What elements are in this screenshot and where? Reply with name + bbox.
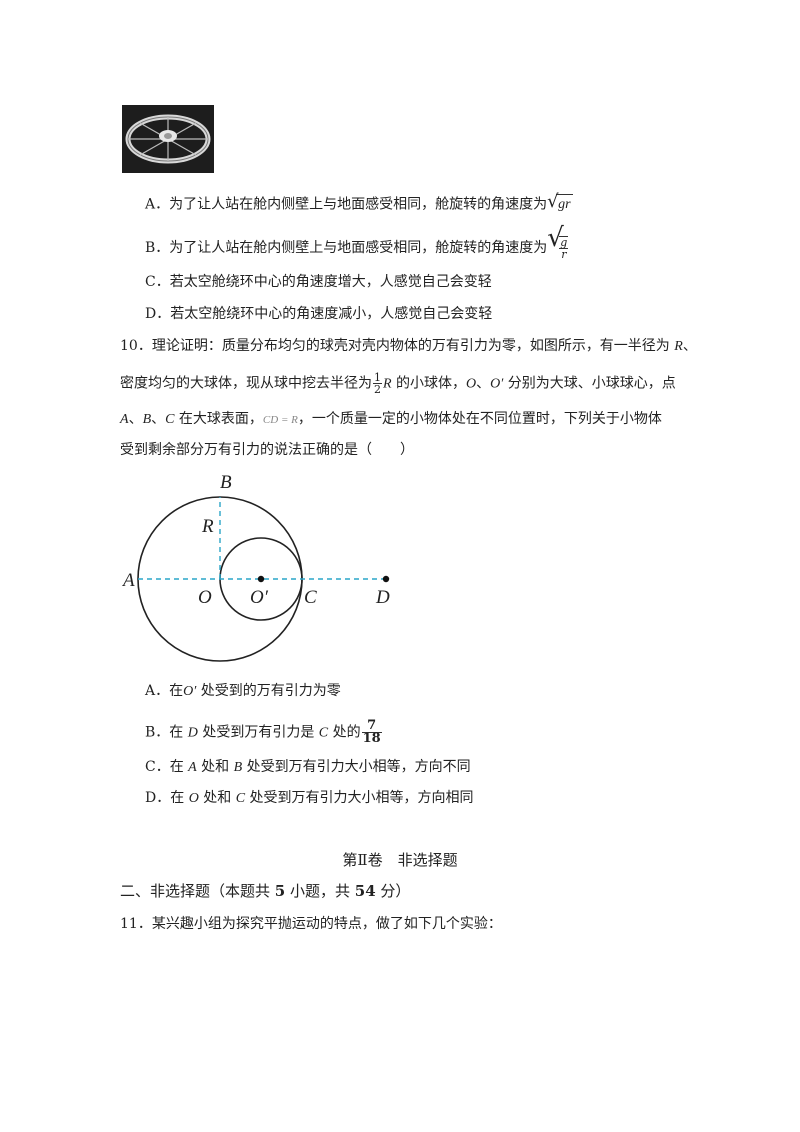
q9-option-d: D．若太空舱绕环中心的角速度减小，人感觉自己会变轻 <box>145 306 493 322</box>
sqrt-gr: √gr <box>547 192 573 215</box>
label-o: O <box>198 587 212 608</box>
part2-title: 第Ⅱ卷 非选择题 <box>342 851 458 869</box>
label-r: R <box>201 516 214 537</box>
q10-stem-line3: A、B、C 在大球表面，CD = R，一个质量一定的小物体处在不同位置时，下列关… <box>120 411 662 427</box>
q10-option-d: D．在 O 处和 C 处受到万有引力大小相等，方向相同 <box>145 790 474 806</box>
q10-stem-line1: 10．理论证明：质量分布均匀的球壳对壳内物体的万有引力为零，如图所示，有一半径为… <box>120 338 697 354</box>
q9-option-c: C．若太空舱绕环中心的角速度增大，人感觉自己会变轻 <box>145 274 492 290</box>
q10-figure: B R A O O′ C D <box>121 472 390 662</box>
q11-stem: 11．某兴趣小组为探究平抛运动的特点，做了如下几个实验： <box>120 916 502 932</box>
q10-option-a: A．在O′ 处受到的万有引力为零 <box>145 683 341 699</box>
part2-heading: 二、非选择题（本题共 5 小题，共 54 分） <box>120 882 411 900</box>
label-a: A <box>121 570 135 591</box>
label-o-prime: O′ <box>250 587 269 608</box>
space-station-image <box>122 105 214 173</box>
label-d: D <box>375 587 390 608</box>
q10-stem-line4: 受到剩余部分万有引力的说法正确的是（ ） <box>120 442 414 458</box>
point-d <box>382 575 390 583</box>
label-c: C <box>304 587 317 608</box>
q9-option-a: A．为了让人站在舱内侧壁上与地面感受相同，舱旋转的角速度为√gr <box>145 192 573 215</box>
q10-option-c: C．在 A 处和 B 处受到万有引力大小相等，方向不同 <box>145 759 471 775</box>
point-o-prime <box>257 575 265 583</box>
label-b: B <box>220 472 232 493</box>
